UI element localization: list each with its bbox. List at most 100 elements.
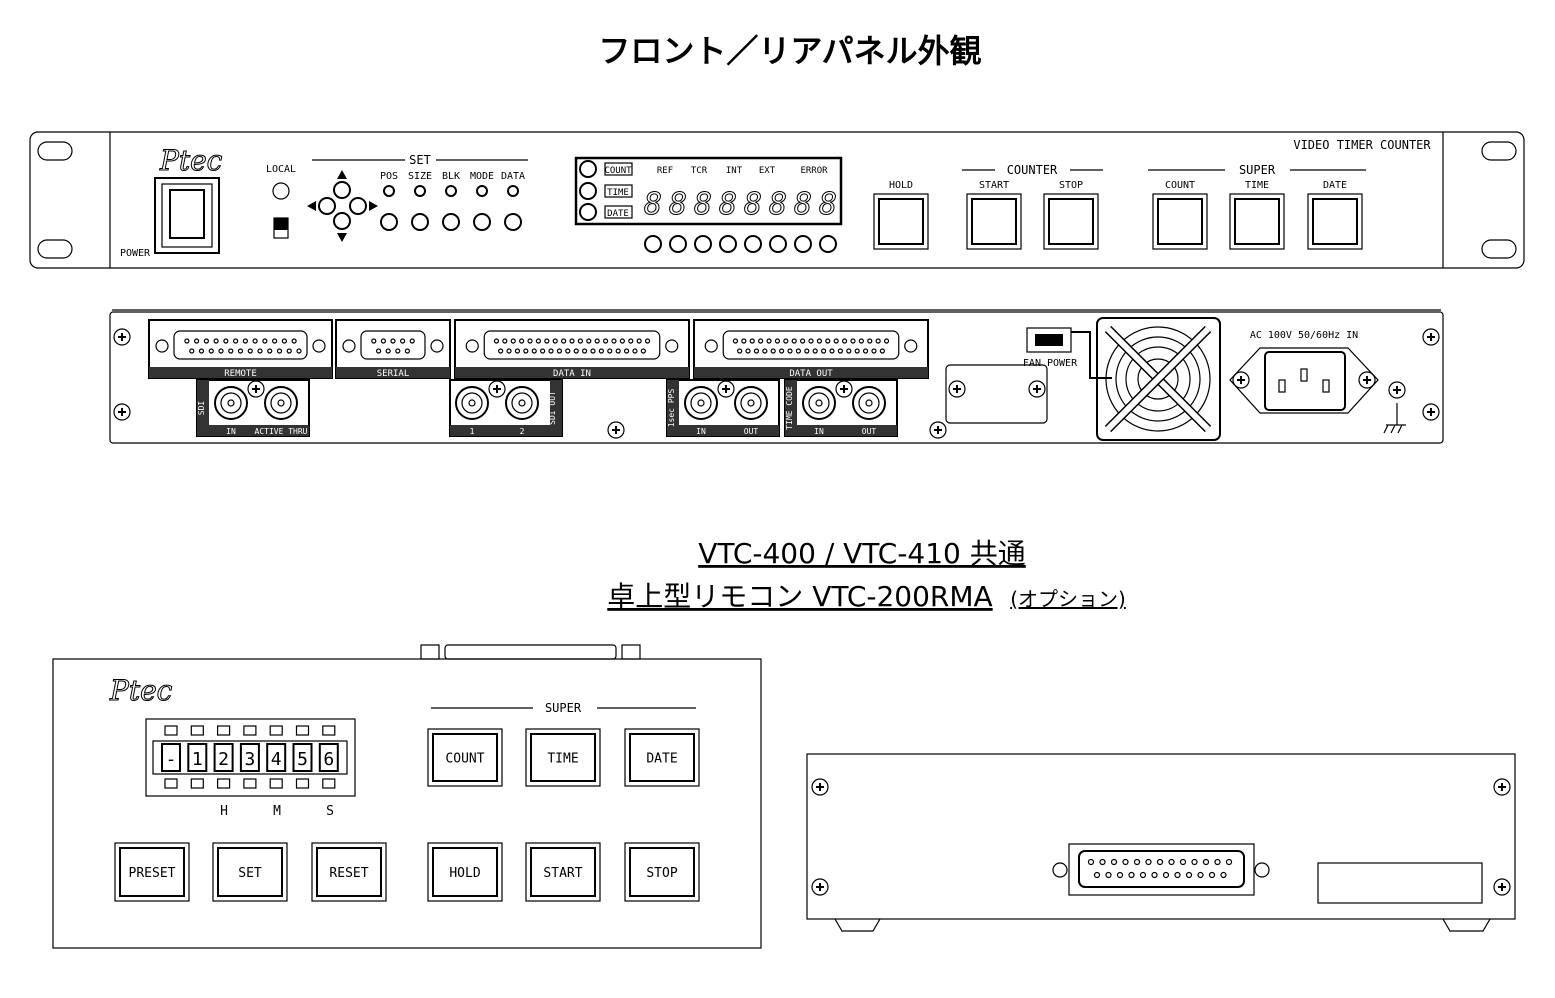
super-button[interactable] [1307, 193, 1363, 250]
pin [1191, 858, 1198, 866]
screw-icon [113, 403, 131, 421]
set-item-button[interactable] [380, 213, 398, 231]
mode-label: COUNT [604, 166, 632, 176]
digit-button[interactable] [769, 235, 787, 253]
plus-button[interactable] [295, 778, 310, 789]
pin [644, 338, 651, 344]
digit-button[interactable] [819, 235, 837, 253]
minus-button[interactable] [217, 725, 231, 736]
minus-button[interactable] [164, 725, 178, 736]
seven-seg-digit: 8 [794, 187, 812, 222]
digit-window [292, 743, 313, 772]
remote-digit: 2 [218, 749, 229, 770]
plus-button[interactable] [190, 778, 204, 789]
pin [548, 348, 554, 354]
set-item-button[interactable] [473, 213, 491, 231]
super-button[interactable] [1152, 193, 1208, 250]
button-frame [427, 842, 503, 902]
bnc-pin [227, 399, 235, 407]
pin [590, 348, 596, 354]
left-button[interactable] [318, 197, 336, 215]
pin [252, 338, 258, 344]
start-button[interactable] [966, 193, 1022, 250]
remote-set-button[interactable]: SET [212, 842, 288, 902]
bnc-pin [277, 399, 285, 407]
stop-button-label: STOP [1059, 180, 1083, 191]
counter-group-label: COUNTER [1007, 163, 1058, 177]
plus-button[interactable] [164, 778, 178, 789]
pin [498, 348, 504, 354]
label-band [455, 367, 689, 378]
pin [267, 348, 273, 354]
remote-hold-button[interactable]: HOLD [427, 842, 503, 902]
button-frame [1152, 193, 1208, 250]
minus-button[interactable] [269, 725, 283, 736]
stop-button[interactable] [1043, 193, 1099, 250]
digit-button[interactable] [644, 235, 662, 253]
pin [233, 338, 239, 344]
pin [1179, 858, 1187, 866]
bnc-port-label: OUT [744, 427, 759, 436]
bnc-port-label: IN [814, 427, 824, 436]
bnc-jack [505, 386, 539, 420]
mode-button[interactable] [579, 182, 597, 200]
minus-button[interactable] [190, 725, 204, 736]
pin [829, 348, 835, 354]
digit-button[interactable] [694, 235, 712, 253]
indicator-label: EXT [759, 166, 776, 176]
pin [779, 348, 785, 354]
remote-date-button[interactable]: DATE [624, 728, 700, 787]
minus-button[interactable] [243, 725, 257, 736]
digit-button[interactable] [744, 235, 762, 253]
up-button[interactable] [333, 181, 351, 199]
screw-icon [835, 380, 853, 398]
pin [737, 348, 743, 354]
remote-reset-button[interactable]: RESET [311, 842, 387, 902]
set-item-led [507, 185, 519, 197]
set-item-button[interactable] [411, 213, 429, 231]
set-item-button[interactable] [442, 213, 460, 231]
local-switch[interactable] [273, 217, 289, 239]
pin [1151, 871, 1158, 879]
plus-button[interactable] [243, 778, 257, 789]
pin [506, 348, 512, 354]
digit-window [266, 743, 287, 772]
digit-button[interactable] [719, 235, 737, 253]
pin [833, 338, 839, 344]
pin [514, 348, 521, 354]
button-face [530, 733, 596, 782]
super-button[interactable] [1229, 193, 1285, 250]
mode-button[interactable] [579, 160, 597, 178]
bnc-inner [858, 392, 880, 414]
down-button[interactable] [333, 212, 351, 230]
screw-cross [252, 385, 260, 393]
seven-seg-digit: 8 [719, 187, 737, 222]
hold-button[interactable] [873, 193, 929, 250]
digit-button[interactable] [669, 235, 687, 253]
pin [640, 348, 646, 354]
mode-button[interactable] [579, 203, 597, 221]
remote-count-button[interactable]: COUNT [427, 728, 503, 787]
set-item-button[interactable] [504, 213, 522, 231]
screw-icon [1493, 778, 1511, 796]
minus-button[interactable] [322, 725, 336, 736]
plus-button[interactable] [217, 778, 231, 789]
plus-button[interactable] [269, 778, 283, 789]
indicator-label: ERROR [800, 166, 828, 176]
pin [862, 348, 869, 354]
remote-stop-button[interactable]: STOP [624, 842, 700, 902]
remote-time-button[interactable]: TIME [525, 728, 601, 787]
pin [552, 338, 558, 344]
right-button[interactable] [349, 197, 367, 215]
pin [1145, 858, 1152, 866]
screw-head [811, 778, 829, 796]
plus-button[interactable] [322, 778, 336, 789]
digit-button[interactable] [794, 235, 812, 253]
remote-preset-button[interactable]: PRESET [114, 842, 190, 902]
minus-button[interactable] [295, 725, 310, 736]
button-face [432, 847, 498, 897]
power-switch[interactable] [154, 177, 220, 254]
remote-start-button[interactable]: START [525, 842, 601, 902]
